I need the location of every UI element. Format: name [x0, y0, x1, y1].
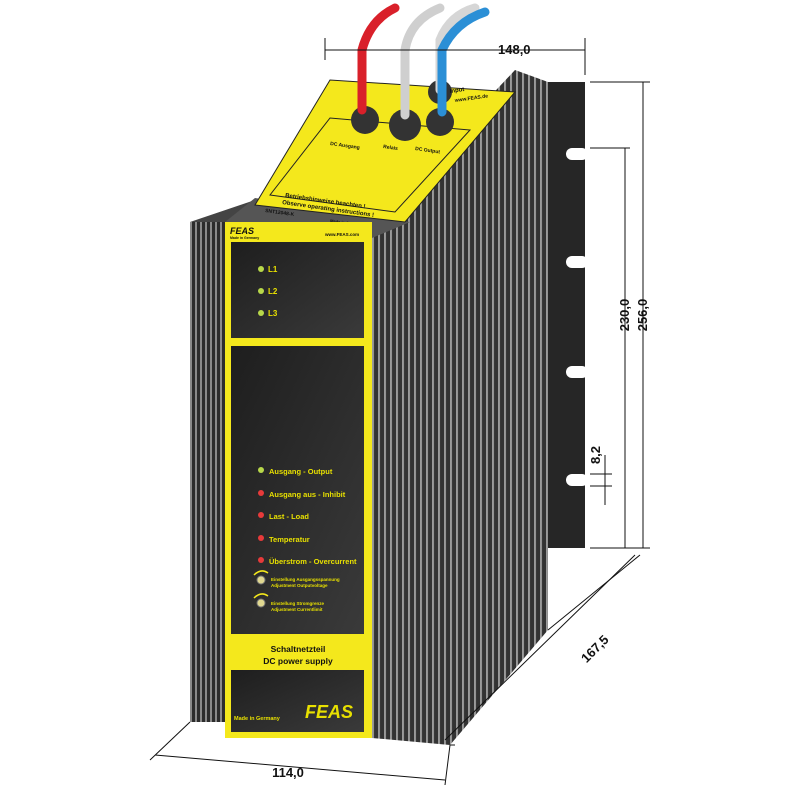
svg-text:Ausgang aus - Inhibit: Ausgang aus - Inhibit [269, 490, 346, 499]
svg-text:DC power supply: DC power supply [263, 656, 333, 666]
svg-text:Adjustment Outputvoltage: Adjustment Outputvoltage [271, 583, 328, 588]
svg-text:Adjustment Currentlimit: Adjustment Currentlimit [271, 607, 323, 612]
svg-text:Schaltnetzteil: Schaltnetzteil [271, 644, 326, 654]
left-heatsink [190, 222, 226, 722]
svg-text:DC Ausgang: DC Ausgang [330, 141, 360, 151]
svg-text:Ausgang - Output: Ausgang - Output [269, 467, 333, 476]
top-label-plate: Input www.FEAS.de DC Ausgang Relais DC O… [225, 79, 517, 238]
dim-depth: 167,5 [578, 632, 612, 666]
adjust-potentiometers: Einstellung Ausgangsspannung Adjustment … [253, 570, 340, 612]
svg-text:Überstrom - Overcurrent: Überstrom - Overcurrent [269, 557, 357, 566]
svg-text:www.FEAS.de: www.FEAS.de [453, 93, 488, 104]
svg-text:www.FEAS.com: www.FEAS.com [324, 232, 359, 237]
phase-leds: L1 L2 L3 [258, 265, 278, 318]
product-label: Schaltnetzteil DC power supply FEAS Made… [234, 644, 353, 722]
svg-text:Einstellung Stromgrenze: Einstellung Stromgrenze [271, 601, 325, 606]
dim-height-total: 256,0 [635, 299, 650, 332]
svg-text:L1: L1 [268, 265, 278, 274]
svg-text:SNT12048-K: SNT12048-K [265, 208, 295, 218]
svg-text:Einstellung Ausgangsspannung: Einstellung Ausgangsspannung [271, 577, 340, 582]
dim-width-top: 148,0 [498, 42, 531, 57]
svg-text:Made in Germany: Made in Germany [234, 716, 281, 722]
feas-logo: FEAS [305, 702, 353, 722]
side-heatsink [372, 70, 548, 745]
svg-text:Input: Input [449, 87, 464, 95]
dim-slot: 8,2 [588, 446, 603, 464]
svg-text:Relais: Relais [383, 144, 399, 152]
svg-text:FEAS: FEAS [230, 226, 254, 236]
dim-width-front: 114,0 [272, 765, 304, 780]
svg-text:Last - Load: Last - Load [269, 512, 309, 521]
svg-text:L3: L3 [268, 309, 278, 318]
dim-height-inner: 230,0 [617, 299, 632, 332]
front-panel: FEAS Made in Germany www.FEAS.com [225, 222, 372, 738]
dimension-lines [149, 38, 650, 786]
svg-text:Temperatur: Temperatur [269, 535, 310, 544]
status-indicators: Ausgang - Output Ausgang aus - Inhibit L… [258, 467, 357, 566]
svg-text:DC Output: DC Output [415, 146, 441, 155]
svg-text:L2: L2 [268, 287, 278, 296]
svg-text:Made in Germany: Made in Germany [230, 236, 259, 240]
